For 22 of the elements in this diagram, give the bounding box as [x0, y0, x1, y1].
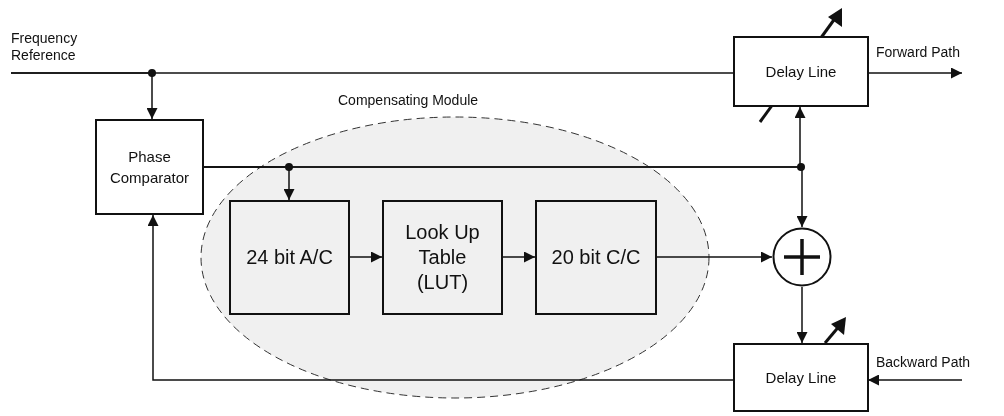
process-box	[95, 119, 204, 215]
box-label: 20 bit C/C	[551, 245, 641, 270]
box-label: Delay Line	[764, 368, 838, 388]
connector-arrow	[203, 166, 808, 228]
connector-arrow	[147, 214, 734, 381]
connector-arrow	[868, 67, 963, 79]
box-label: Look Up Table (LUT)	[404, 220, 481, 295]
connector-arrow	[349, 251, 383, 263]
module-title: Compensating Module	[338, 91, 479, 110]
connector-arrow	[502, 251, 536, 263]
connector-arrow	[656, 251, 773, 263]
connector-arrow	[796, 286, 808, 344]
box-label: 24 bit A/C	[246, 245, 333, 270]
process-box	[229, 200, 350, 315]
box-label: Forward Path	[876, 44, 961, 61]
box-label: Delay Line	[764, 62, 838, 82]
connector-arrow	[10, 72, 158, 120]
box-label: Phase Comparator	[108, 147, 191, 188]
box-label: Backward Path	[876, 354, 971, 371]
box-label: Frequency Reference	[11, 30, 79, 64]
process-box	[535, 200, 657, 315]
process-box	[382, 200, 503, 315]
